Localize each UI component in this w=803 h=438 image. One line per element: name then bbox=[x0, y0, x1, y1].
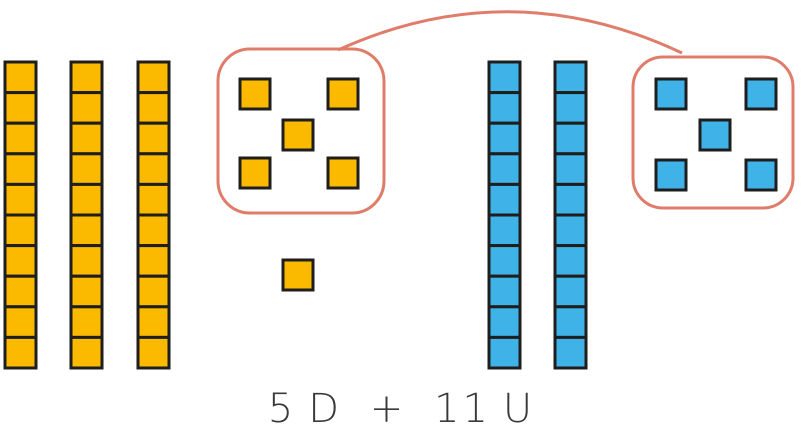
blue-rod-cube bbox=[487, 335, 522, 370]
yellow-rod-cube bbox=[69, 121, 104, 156]
base-ten-blocks-diagram bbox=[3, 10, 795, 370]
blue-unit-cube bbox=[744, 77, 778, 111]
blue-group-loop bbox=[631, 55, 795, 210]
yellow-rod-cube bbox=[3, 60, 38, 95]
blue-rod-cube bbox=[553, 91, 588, 125]
blue-rod-cube bbox=[553, 121, 588, 156]
blue-rod-cube bbox=[487, 274, 522, 309]
yellow-rod-cube bbox=[69, 274, 104, 309]
yellow-rod-cube bbox=[136, 213, 171, 248]
blue-rod-cube bbox=[487, 182, 522, 217]
yellow-tens-rods bbox=[3, 60, 171, 370]
blue-rod-cube bbox=[553, 335, 588, 370]
yellow-unit-cube bbox=[281, 258, 315, 292]
yellow-rod-cube bbox=[136, 305, 171, 339]
blue-tens-rods bbox=[487, 60, 588, 370]
yellow-rod-cube bbox=[69, 60, 104, 95]
blue-rod-cube bbox=[487, 91, 522, 125]
yellow-rod-cube bbox=[3, 305, 38, 339]
yellow-rod-cube bbox=[136, 244, 171, 278]
yellow-rod-cube bbox=[69, 335, 104, 370]
yellow-rod-cube bbox=[3, 91, 38, 125]
blue-rod-cube bbox=[553, 305, 588, 339]
yellow-rod-cube bbox=[3, 121, 38, 156]
yellow-unit-cube bbox=[326, 156, 360, 190]
blue-rod-cube bbox=[487, 152, 522, 186]
yellow-rod-cube bbox=[3, 244, 38, 278]
yellow-rod-cube bbox=[3, 152, 38, 186]
yellow-rod-cube bbox=[136, 335, 171, 370]
tens-unit: D bbox=[308, 386, 343, 432]
blue-unit-cube bbox=[698, 118, 732, 152]
tens-value: 5 bbox=[267, 386, 297, 432]
yellow-unit-cube bbox=[238, 156, 272, 190]
units-value: 11 bbox=[434, 386, 491, 432]
blue-rod-cube bbox=[553, 274, 588, 309]
yellow-rod-cube bbox=[136, 182, 171, 217]
yellow-rod-cube bbox=[69, 244, 104, 278]
yellow-group-loop bbox=[216, 47, 386, 215]
blue-unit-cube bbox=[654, 158, 688, 192]
blue-rod-cube bbox=[553, 182, 588, 217]
group-connector-arc bbox=[337, 10, 683, 55]
yellow-rod-cube bbox=[69, 152, 104, 186]
units-unit: U bbox=[502, 386, 536, 432]
yellow-unit-cube bbox=[281, 118, 315, 152]
yellow-rod-cube bbox=[69, 305, 104, 339]
blue-rod-cube bbox=[553, 152, 588, 186]
yellow-unit-cubes bbox=[238, 77, 360, 292]
blue-unit-cubes bbox=[654, 77, 778, 192]
yellow-rod-cube bbox=[136, 91, 171, 125]
yellow-rod-cube bbox=[136, 121, 171, 156]
blue-rod-cube bbox=[487, 305, 522, 339]
yellow-rod-cube bbox=[69, 213, 104, 248]
yellow-rod-cube bbox=[3, 213, 38, 248]
yellow-rod-cube bbox=[136, 60, 171, 95]
blue-rod-cube bbox=[553, 213, 588, 248]
blue-rod-cube bbox=[487, 60, 522, 95]
blue-unit-cube bbox=[744, 158, 778, 192]
yellow-unit-cube bbox=[326, 77, 360, 111]
blue-rod-cube bbox=[553, 60, 588, 95]
yellow-rod-cube bbox=[136, 274, 171, 309]
blue-unit-cube bbox=[654, 77, 688, 111]
yellow-rod-cube bbox=[3, 182, 38, 217]
yellow-unit-cube bbox=[238, 77, 272, 111]
yellow-rod-cube bbox=[69, 182, 104, 217]
blue-rod-cube bbox=[553, 244, 588, 278]
yellow-rod-cube bbox=[3, 335, 38, 370]
yellow-rod-cube bbox=[136, 152, 171, 186]
blue-rod-cube bbox=[487, 244, 522, 278]
yellow-rod-cube bbox=[69, 91, 104, 125]
yellow-rod-cube bbox=[3, 274, 38, 309]
plus-operator: + bbox=[369, 386, 407, 432]
blue-rod-cube bbox=[487, 213, 522, 248]
blue-rod-cube bbox=[487, 121, 522, 156]
